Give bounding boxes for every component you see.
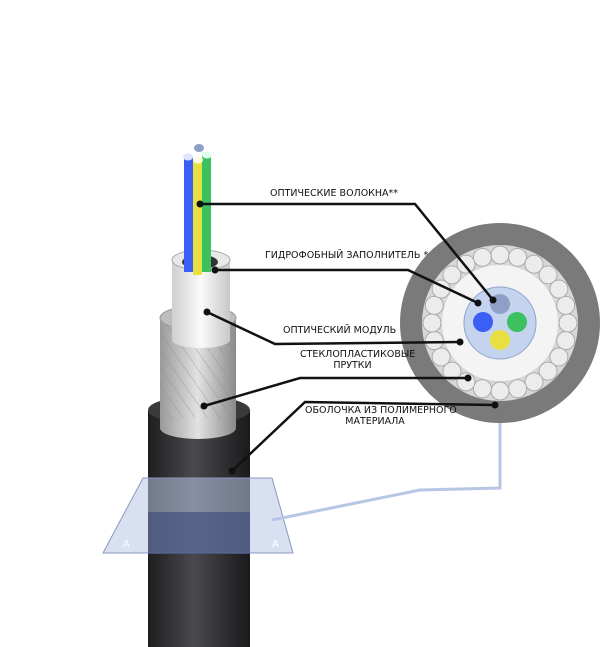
section-label-left: А [123,539,130,550]
rod-circle [556,331,576,351]
label-optical-module: ОПТИЧЕСКИЙ МОДУЛЬ [283,325,397,336]
optical-fibers [183,144,212,275]
rod-circle [442,265,462,285]
rod-circle [558,313,578,333]
rod-circle [524,372,544,392]
rod-circle [556,295,576,315]
cross-section [400,223,600,423]
rod-circle [472,379,492,399]
rod-circle [538,265,558,285]
label-sheath-line1: ОБОЛОЧКА ИЗ ПОЛИМЕРНОГО [305,405,457,416]
rod-circle [442,361,462,381]
rod-circle [490,381,510,401]
label-rods-line1: СТЕКЛОПЛАСТИКОВЫЕ [300,349,416,360]
rod-circle [524,254,544,274]
label-sheath-line2: МАТЕРИАЛА [345,416,405,427]
label-optical-fibers: ОПТИЧЕСКИЕ ВОЛОКНА** [270,188,399,199]
section-label-right: А [272,539,279,550]
rod-circle [422,313,442,333]
rod-circle [549,279,569,299]
rod-circle [508,247,528,267]
rod-circle [431,347,451,367]
leader-lines [200,202,496,472]
rod-circle [472,247,492,267]
label-hydrophobic-filler: ГИДРОФОБНЫЙ ЗАПОЛНИТЕЛЬ * [265,250,429,261]
rod-circle [538,361,558,381]
label-rods-line2: ПРУТКИ [333,360,372,371]
rod-circle [549,347,569,367]
rod-circle [424,331,444,351]
rod-circle [508,379,528,399]
rod-circle [490,245,510,265]
rod-circle [424,295,444,315]
